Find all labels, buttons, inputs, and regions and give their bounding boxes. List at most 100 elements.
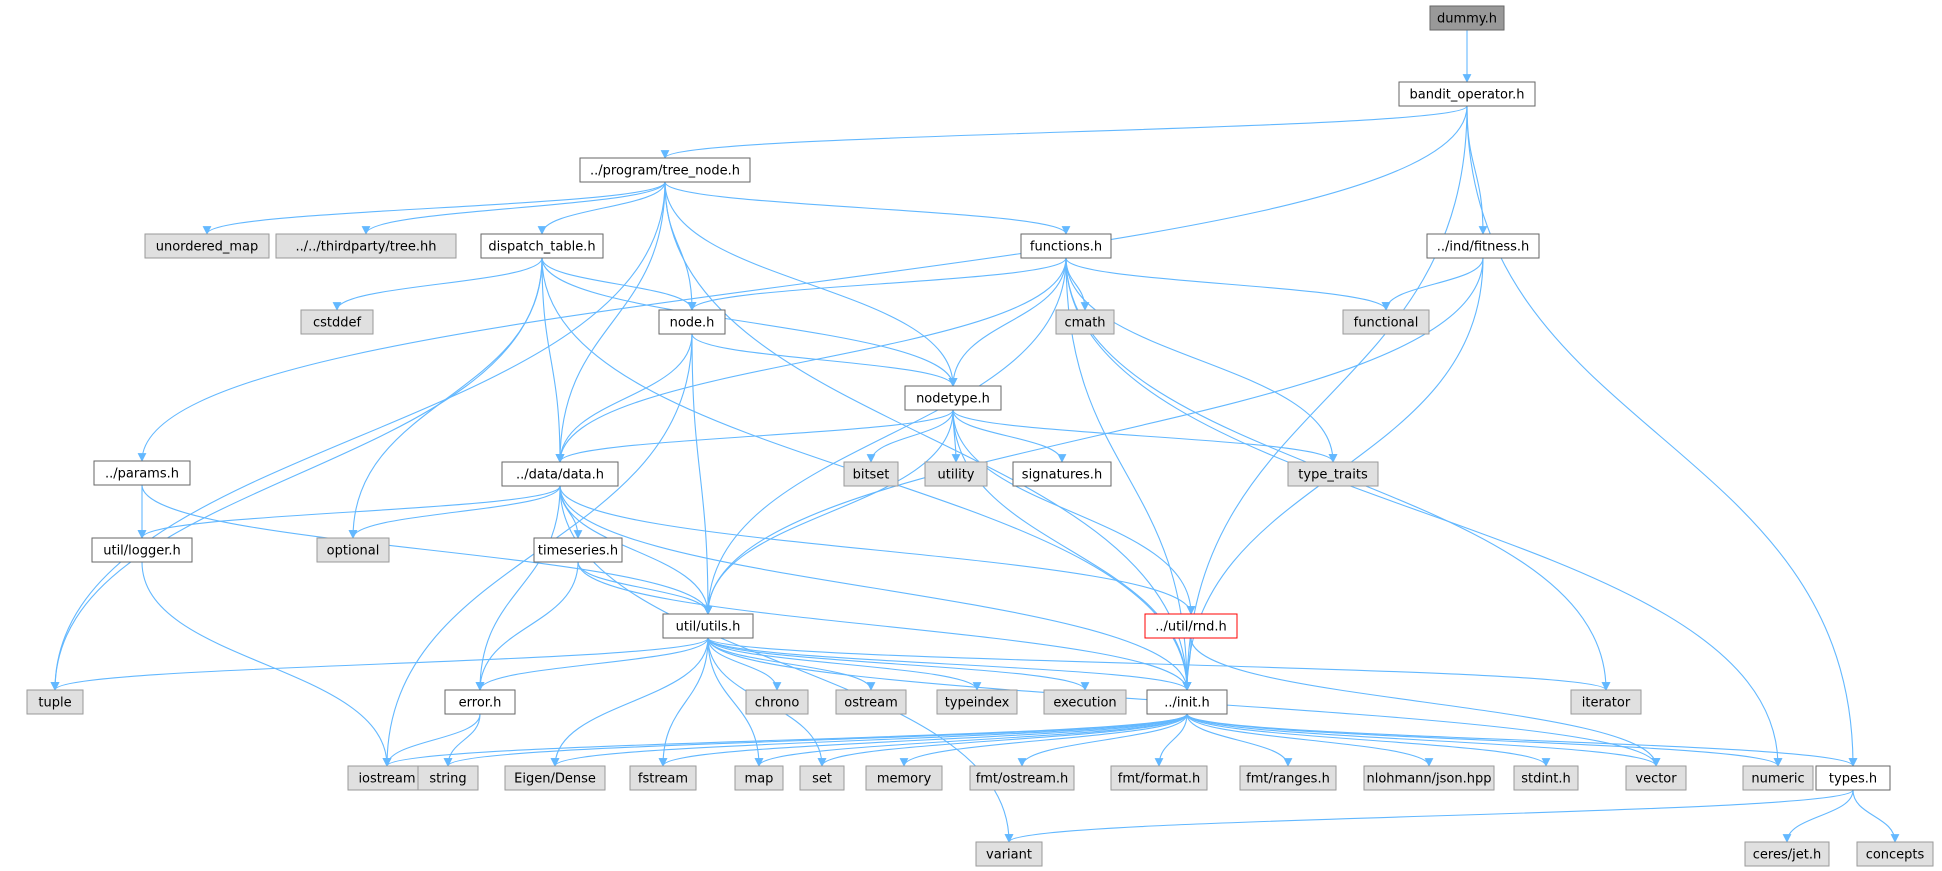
node-box-concepts — [1856, 841, 1934, 867]
node-label-vector: vector — [1635, 772, 1677, 787]
node-label-execution: execution — [1053, 696, 1116, 711]
edge-utils-to-tuple — [50, 637, 709, 691]
node-box-numeric — [1742, 765, 1814, 791]
edges-layer — [50, 30, 1900, 843]
edge-init-to-stdint — [1186, 713, 1551, 767]
node-init[interactable]: ../init.h — [1146, 689, 1228, 715]
edge-bandit-to-tree_node — [660, 105, 1468, 159]
node-box-ostream — [835, 689, 907, 715]
edge-tree_node-to-dispatch — [537, 181, 666, 235]
node-box-tuple — [26, 689, 84, 715]
edge-init-to-numeric — [1186, 713, 1783, 767]
node-ceres: ceres/jet.h — [1744, 841, 1830, 867]
node-box-data — [501, 461, 619, 487]
edge-error-to-iostream — [382, 713, 481, 767]
node-iterator: iterator — [1570, 689, 1642, 715]
node-box-iostream — [347, 765, 427, 791]
node-box-fmt_ostream — [969, 765, 1075, 791]
edge-init-to-set — [817, 713, 1188, 767]
node-label-type_traits: type_traits — [1298, 468, 1368, 483]
edge-utils-to-execution — [707, 637, 1090, 691]
edge-nodetype-to-utils — [703, 409, 954, 615]
node-box-typeindex — [936, 689, 1018, 715]
node-label-memory: memory — [877, 772, 932, 787]
node-utils[interactable]: util/utils.h — [662, 613, 754, 639]
edge-logger-to-iostream — [141, 561, 392, 767]
node-label-json: nlohmann/json.hpp — [1367, 772, 1492, 787]
edge-node-to-data — [555, 333, 693, 463]
node-label-tree_node: ../program/tree_node.h — [590, 164, 740, 179]
edge-functions-to-init — [1065, 257, 1192, 691]
node-box-execution — [1043, 689, 1127, 715]
edge-tree_node-to-nodetype — [664, 181, 958, 387]
node-functions[interactable]: functions.h — [1020, 233, 1112, 259]
node-label-init: ../init.h — [1164, 696, 1210, 711]
edge-utils-to-chrono — [707, 637, 782, 691]
node-bandit[interactable]: bandit_operator.h — [1398, 81, 1536, 107]
node-dummy[interactable]: dummy.h — [1429, 5, 1505, 31]
node-box-optional — [316, 537, 390, 563]
edge-tree_node-to-unordered_map — [202, 181, 666, 235]
node-fmt_ostream: fmt/ostream.h — [969, 765, 1075, 791]
node-box-signatures — [1012, 461, 1112, 487]
edge-timeseries-to-utils — [577, 561, 713, 615]
node-label-types: types.h — [1829, 772, 1877, 787]
node-label-string: string — [429, 772, 466, 787]
node-box-nodetype — [904, 385, 1002, 411]
node-dispatch[interactable]: dispatch_table.h — [480, 233, 604, 259]
node-error[interactable]: error.h — [444, 689, 516, 715]
node-data[interactable]: ../data/data.h — [501, 461, 619, 487]
edge-init-to-fmt_format — [1154, 713, 1188, 767]
node-types[interactable]: types.h — [1815, 765, 1891, 791]
node-rnd[interactable]: ../util/rnd.h — [1144, 613, 1238, 639]
edge-rnd-to-vector — [1190, 637, 1661, 767]
node-variant: variant — [975, 841, 1043, 867]
node-label-functions: functions.h — [1030, 240, 1102, 255]
node-functional: functional — [1342, 309, 1430, 335]
edge-functions-to-utils — [703, 257, 1067, 615]
node-label-timeseries: timeseries.h — [538, 544, 618, 559]
edge-dispatch-to-data — [541, 257, 565, 463]
node-box-tree_node — [579, 157, 751, 183]
node-node[interactable]: node.h — [658, 309, 726, 335]
node-chrono: chrono — [745, 689, 809, 715]
node-label-iostream: iostream — [358, 772, 415, 787]
node-logger[interactable]: util/logger.h — [91, 537, 193, 563]
edge-nodetype-to-data — [555, 409, 954, 463]
edge-nodetype-to-type_traits — [952, 409, 1338, 463]
node-box-unordered_map — [144, 233, 270, 259]
node-tuple: tuple — [26, 689, 84, 715]
node-box-logger — [91, 537, 193, 563]
node-unordered_map: unordered_map — [144, 233, 270, 259]
node-stdint: stdint.h — [1513, 765, 1579, 791]
edge-bandit-to-fitness — [1466, 105, 1488, 235]
node-label-rnd: ../util/rnd.h — [1155, 620, 1227, 635]
node-cstddef: cstddef — [300, 309, 374, 335]
node-fitness[interactable]: ../ind/fitness.h — [1426, 233, 1540, 259]
node-numeric: numeric — [1742, 765, 1814, 791]
node-label-eigen: Eigen/Dense — [514, 772, 596, 787]
node-signatures[interactable]: signatures.h — [1012, 461, 1112, 487]
edge-functions-to-node — [687, 257, 1067, 311]
edge-fitness-to-utils — [703, 257, 1484, 615]
node-box-fmt_format — [1110, 765, 1208, 791]
node-tree_node[interactable]: ../program/tree_node.h — [579, 157, 751, 183]
node-json: nlohmann/json.hpp — [1363, 765, 1495, 791]
node-label-node: node.h — [670, 316, 715, 331]
node-box-tree_hh — [275, 233, 457, 259]
node-label-set: set — [812, 772, 832, 787]
node-box-json — [1363, 765, 1495, 791]
node-label-unordered_map: unordered_map — [156, 240, 259, 255]
node-memory: memory — [865, 765, 943, 791]
node-nodetype[interactable]: nodetype.h — [904, 385, 1002, 411]
node-label-error: error.h — [459, 696, 502, 711]
node-eigen: Eigen/Dense — [504, 765, 606, 791]
node-params[interactable]: ../params.h — [93, 460, 191, 486]
node-timeseries[interactable]: timeseries.h — [533, 537, 623, 563]
edge-node-to-utils — [691, 333, 713, 615]
node-fmt_ranges: fmt/ranges.h — [1239, 765, 1337, 791]
edge-types-to-ceres — [1782, 789, 1854, 843]
edge-tree_node-to-init — [664, 181, 1192, 691]
edge-init-to-fmt_ostream — [1017, 713, 1188, 767]
edge-init-to-types — [1186, 713, 1858, 767]
